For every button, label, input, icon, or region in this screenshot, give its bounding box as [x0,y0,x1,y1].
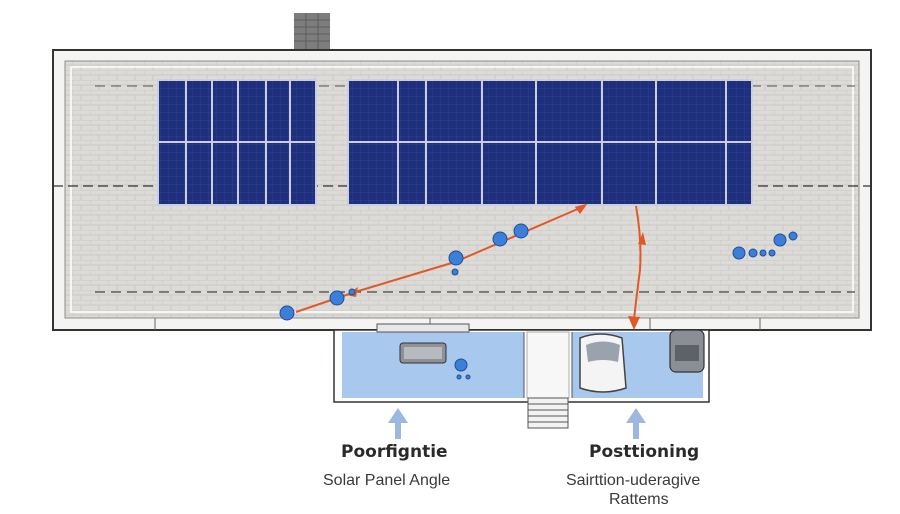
right-subtitle-line1: Sairttion-uderagive [566,472,701,489]
marker-icon [279,223,798,321]
right-subtitle-line2: Rattems [609,491,669,508]
up-arrow-icon [626,408,646,439]
right-title: Posttioning [589,442,700,462]
device-marker [454,358,471,380]
left-title: Poorfigntie [341,442,448,462]
left-subtitle: Solar Panel Angle [323,472,451,489]
car-icon [669,329,705,373]
positioning-arrow [628,205,646,330]
sofa-icon [399,342,447,364]
solar-array-right [347,79,753,206]
solar-array-left [157,79,317,206]
car-icon [579,333,627,393]
stairs-icon [527,397,569,429]
interior-section [333,323,710,403]
chimney-icon [294,13,330,51]
up-arrow-icon [388,408,408,439]
